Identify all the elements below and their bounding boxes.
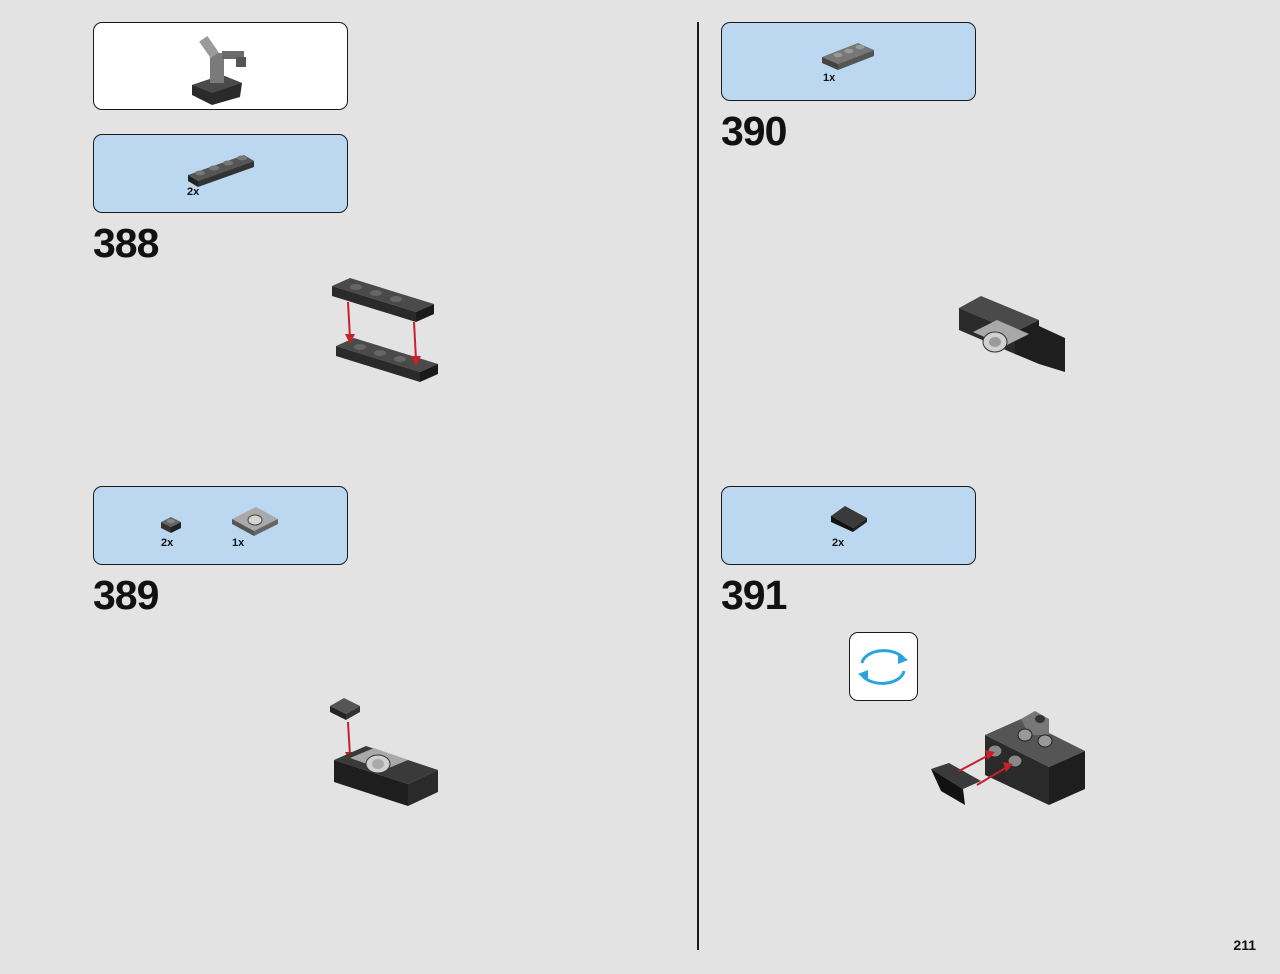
rotate-model-icon — [849, 632, 918, 701]
parts-box-step-389: 2x 1x — [93, 486, 348, 565]
step-number: 391 — [721, 572, 787, 618]
step-389-illustration — [330, 698, 438, 806]
part-quantity: 2x — [161, 537, 174, 549]
dark-gray-plate-1x3-icon — [822, 43, 874, 70]
parts-box-step-391: 2x — [721, 486, 976, 565]
light-gray-round-plate-2x2-icon — [232, 507, 278, 536]
step-number: 388 — [93, 220, 159, 266]
part-quantity: 1x — [232, 537, 245, 549]
page-divider — [697, 22, 699, 950]
step-391-illustration — [931, 711, 1085, 805]
step-number: 389 — [93, 572, 159, 618]
subassembly-reference-box — [93, 22, 348, 110]
step-390-illustration — [959, 296, 1065, 372]
parts-box-step-388: 2x — [93, 134, 348, 213]
black-plate-1x4-icon — [188, 155, 254, 187]
page-number: 211 — [1233, 937, 1256, 953]
part-quantity: 2x — [832, 537, 845, 549]
part-quantity: 1x — [823, 72, 836, 84]
part-quantity: 2x — [187, 186, 200, 198]
subassembly-preview-icon — [192, 35, 246, 105]
step-388-illustration — [332, 278, 438, 382]
parts-box-step-390: 1x — [721, 22, 976, 101]
step-number: 390 — [721, 108, 787, 154]
black-slope-tile-icon — [831, 506, 867, 532]
dark-gray-plate-1x1-icon — [161, 517, 181, 533]
